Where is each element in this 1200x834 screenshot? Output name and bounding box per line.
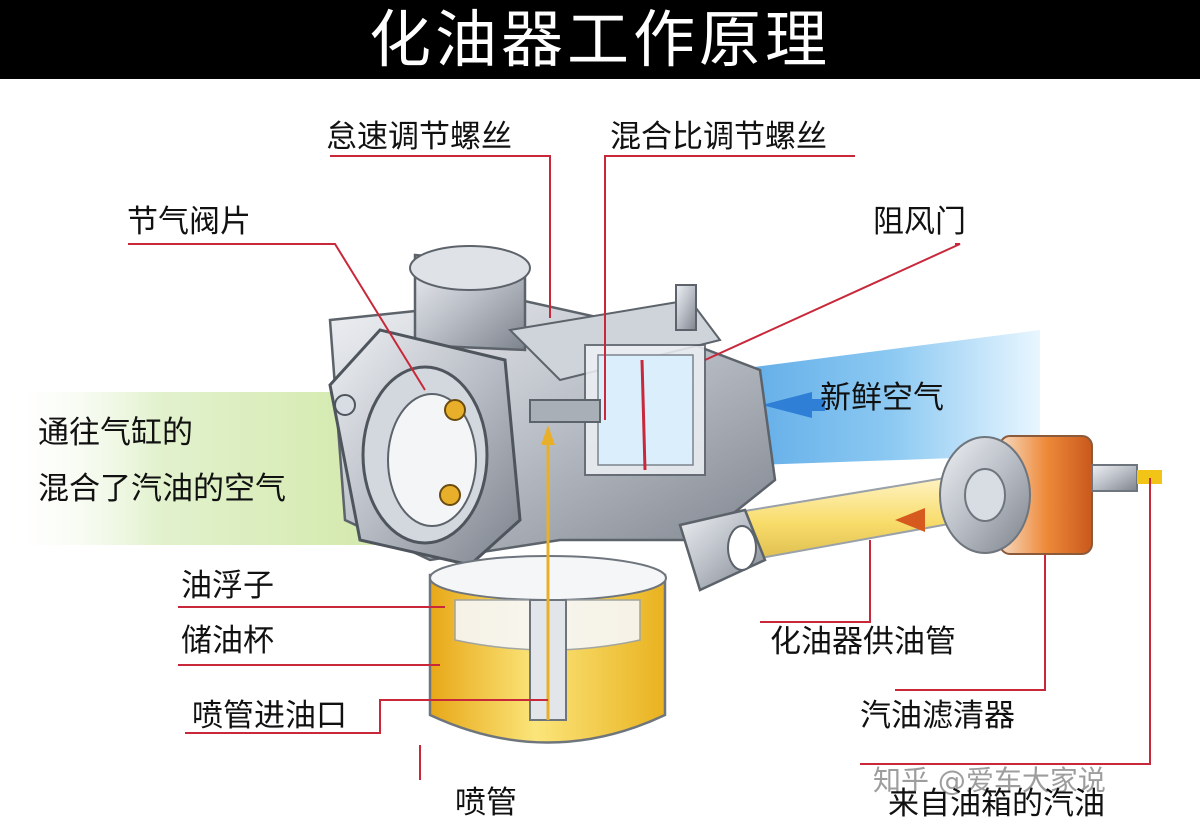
title-bar: 化油器工作原理 (0, 0, 1200, 79)
throttle-flange (328, 328, 522, 567)
label-fuel-supply-pipe: 化油器供油管 (770, 624, 956, 660)
label-nozzle: 喷管 (455, 785, 517, 821)
label-bowl: 储油杯 (181, 623, 274, 659)
label-throttle-plate: 节气阀片 (127, 204, 251, 240)
watermark: 知乎 @爱车大家说 (873, 764, 1106, 797)
label-choke: 阻风门 (873, 204, 966, 240)
mixed-air-stream (0, 392, 395, 545)
label-float: 油浮子 (181, 568, 274, 604)
label-to-cylinder-line2: 混合了汽油的空气 (38, 471, 286, 507)
label-fresh-air: 新鲜空气 (820, 380, 944, 416)
label-from-tank: 来自油箱的汽油 (888, 786, 1105, 822)
label-mixture-screw: 混合比调节螺丝 (610, 119, 827, 155)
label-to-cylinder-line1: 通往气缸的 (38, 415, 193, 451)
label-idle-screw: 怠速调节螺丝 (326, 119, 512, 155)
label-nozzle-inlet: 喷管进油口 (192, 698, 347, 734)
inlet-fitting (678, 508, 767, 592)
leader-lines (128, 155, 1151, 780)
label-fuel-filter: 汽油滤清器 (860, 698, 1015, 734)
page-title: 化油器工作原理 (368, 2, 831, 76)
fuel-filter (939, 435, 1162, 555)
